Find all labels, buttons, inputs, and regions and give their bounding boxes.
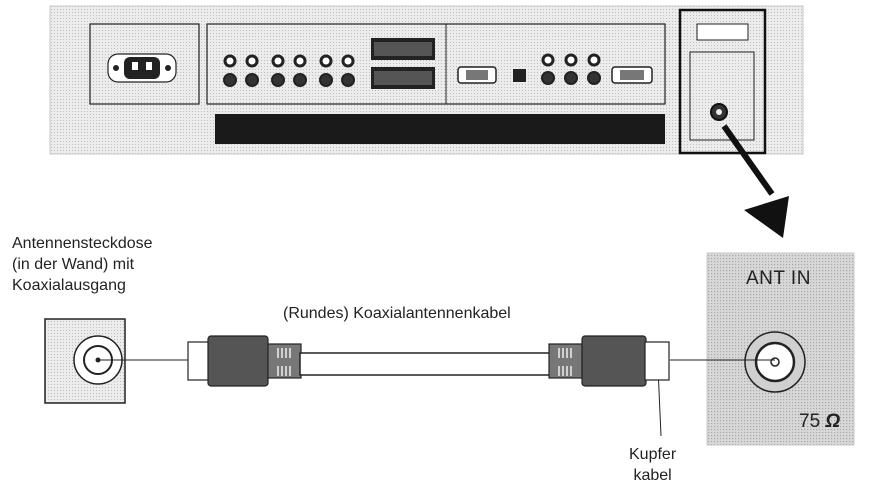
copper-cable-label: Kupfer kabel [629,444,676,486]
ant-in-panel [706,252,855,446]
wall-socket-label-line: Antennensteckdose [12,235,153,252]
ant-in-highlight-box [678,8,767,155]
power-socket [89,23,200,105]
impedance-value: 75 [799,411,821,432]
impedance-unit: Ω [825,411,841,432]
copper-label-line: kabel [633,467,672,484]
av-connector-block [206,23,666,105]
left-connector [187,335,302,387]
wall-socket-label-line: Koaxialausgang [12,277,126,294]
tv-rear-panel [49,5,804,155]
cable-label: (Rundes) Koaxialantennenkabel [283,305,511,322]
wall-socket-label-line: (in der Wand) mit [12,256,135,273]
connector-label-strip [215,114,665,144]
copper-label-line: Kupfer [629,446,677,463]
wall-socket [44,318,126,404]
wall-socket-label: Antennensteckdose (in der Wand) mit Koax… [12,233,153,296]
coax-cable [98,335,775,437]
pointer-arrow [721,124,789,238]
impedance-label: 75 Ω [799,411,840,433]
right-connector [548,335,670,387]
ant-in-title: ANT IN [746,268,811,289]
